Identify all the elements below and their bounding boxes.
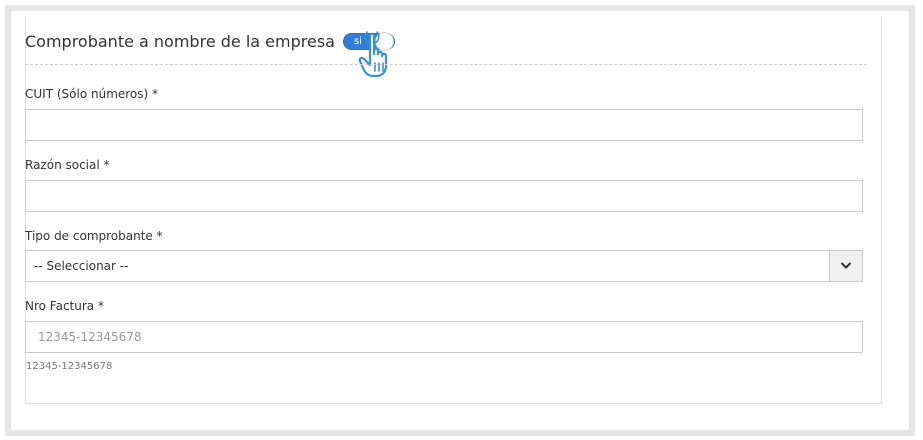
section-title: Comprobante a nombre de la empresa [25, 31, 335, 51]
section-header: Comprobante a nombre de la empresa si [25, 29, 395, 53]
toggle-label: si [353, 35, 362, 47]
section-divider [25, 64, 867, 65]
tipo-comprobante-selected: -- Seleccionar -- [34, 259, 129, 273]
cuit-input[interactable] [25, 109, 863, 141]
razon-social-input[interactable] [25, 180, 863, 212]
nro-factura-input[interactable] [25, 321, 863, 353]
toggle-knob[interactable] [374, 31, 394, 51]
select-arrow-button[interactable] [829, 251, 862, 281]
chevron-down-icon [841, 262, 851, 269]
company-invoice-toggle[interactable]: si [342, 31, 395, 51]
tipo-comprobante-label: Tipo de comprobante * [25, 229, 163, 243]
nro-factura-help: 12345-12345678 [26, 361, 113, 372]
razon-social-label: Razón social * [25, 158, 110, 172]
nro-factura-label: Nro Factura * [25, 299, 104, 313]
tipo-comprobante-select[interactable]: -- Seleccionar -- [25, 250, 863, 282]
cuit-label: CUIT (Sólo números) * [25, 87, 159, 101]
page-frame [5, 5, 915, 436]
